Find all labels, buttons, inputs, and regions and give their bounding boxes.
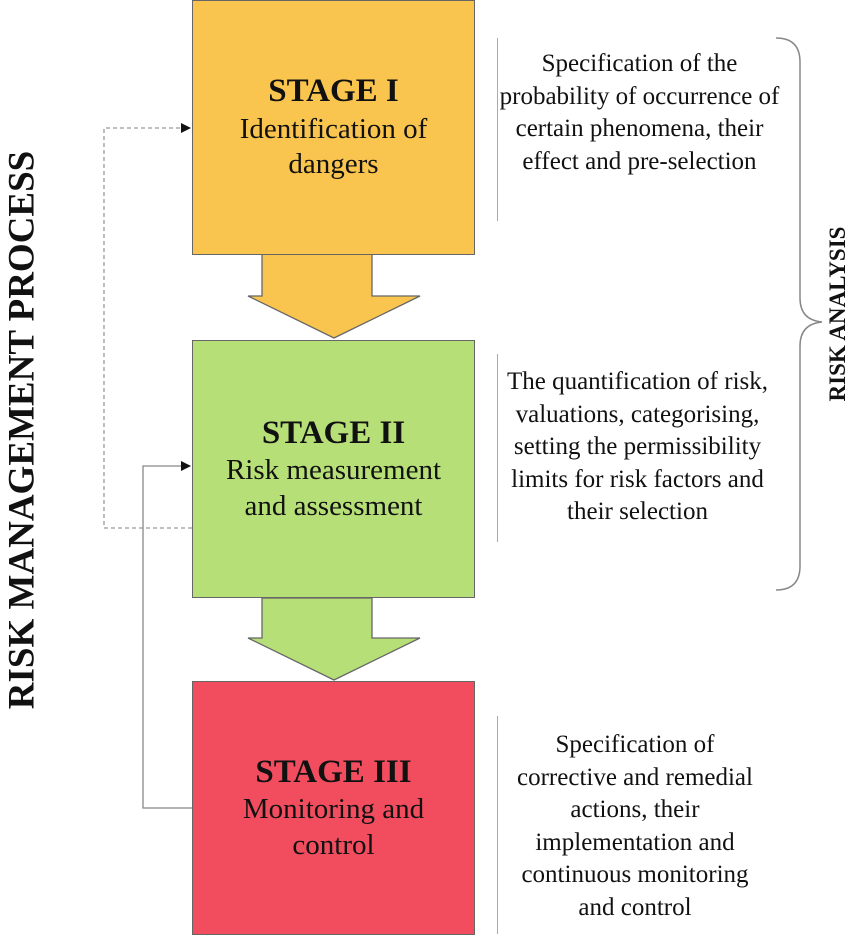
stage-2-title: STAGE II [261,414,406,451]
stage-2-description: The quantification of risk, valuations, … [506,368,769,525]
stage-3-description: Specification of corrective and remedial… [517,731,753,921]
stage-3-box: STAGE III Monitoring and control [192,681,475,935]
stage-3-title: STAGE III [255,753,412,790]
stage-2-box: STAGE II Risk measurement and assessment [192,340,475,598]
risk-management-process-label: RISK MANAGEMENT PROCESS [1,150,43,710]
stage-1-box: STAGE I Identification of dangers [192,0,475,255]
risk-analysis-brace [775,37,823,591]
stage-1-title: STAGE I [268,73,399,110]
flow-arrow-1-2 [247,253,421,339]
stage-3-name: Monitoring and control [242,793,425,861]
feedback-dashed-connector [103,123,192,529]
stage-1-description: Specification of the probability of occu… [499,50,780,175]
feedback-solid-connector [142,461,192,809]
stage-2-name: Risk measurement and assessment [225,454,442,522]
stage-1-name: Identification of dangers [239,112,428,181]
risk-analysis-label: RISK ANALYSIS [825,226,850,402]
stage-3-separator [497,716,498,934]
stage-1-separator [497,38,498,221]
stage-2-separator [497,354,498,542]
flow-arrow-2-3 [247,597,421,681]
